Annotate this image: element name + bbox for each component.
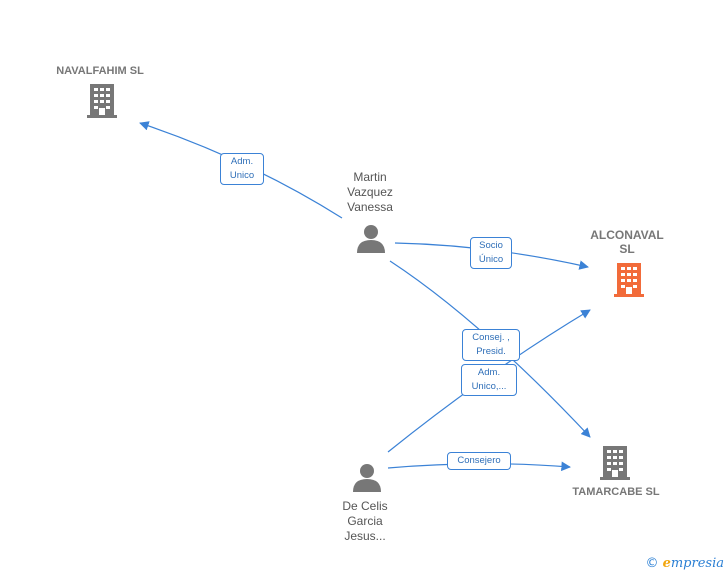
edge-label-line: Adm. (477, 367, 501, 378)
person-label-line: Vazquez (347, 185, 393, 199)
edge-label-line: Unico (229, 170, 255, 181)
building-icon[interactable] (87, 84, 117, 118)
company-label-navalfahim[interactable]: NAVALFAHIM SL (56, 65, 144, 77)
edge-label-line: Consej. , (472, 332, 510, 343)
person-label-martin[interactable]: Martin Vazquez Vanessa (330, 170, 410, 215)
person-label-line: Garcia (347, 514, 383, 528)
edge-label-line: Socio (479, 240, 503, 251)
edge-label-line: Único (478, 254, 504, 265)
edge-label-line: Presid. (476, 346, 506, 357)
person-label-line: Vanessa (347, 200, 393, 214)
edge-label-socio-unico[interactable]: Socio Único (470, 237, 512, 269)
person-label-line: De Celis (342, 499, 388, 513)
edge-label-adm-unico-multi[interactable]: Adm. Unico,... (461, 364, 517, 396)
edge-label-line: Consejero (457, 455, 501, 466)
brand-logo-initial: e (662, 556, 671, 571)
edge-label-consej-presid[interactable]: Consej. , Presid. (462, 329, 520, 361)
company-label-alconaval[interactable]: ALCONAVAL SL (590, 228, 664, 256)
edge-label-consejero[interactable]: Consejero (447, 452, 511, 470)
person-label-line: Jesus... (344, 529, 386, 543)
building-icon[interactable] (614, 263, 644, 297)
person-label-line: Martin (353, 170, 387, 184)
edge-label-adm-unico-navalfahim[interactable]: Adm. Unico (220, 153, 264, 185)
company-label-tamarcabe[interactable]: TAMARCABE SL (572, 486, 660, 498)
person-label-decelis[interactable]: De Celis Garcia Jesus... (325, 499, 405, 544)
brand-logo-text: mpresia (670, 556, 724, 571)
copyright-icon: © (645, 556, 659, 571)
edge-label-line: Adm. (230, 156, 254, 167)
edge-label-line: Unico,... (471, 381, 507, 392)
person-icon[interactable] (357, 225, 385, 253)
brand-footer: © empresia (645, 556, 724, 571)
person-icon[interactable] (353, 464, 381, 492)
building-icon[interactable] (600, 446, 630, 480)
